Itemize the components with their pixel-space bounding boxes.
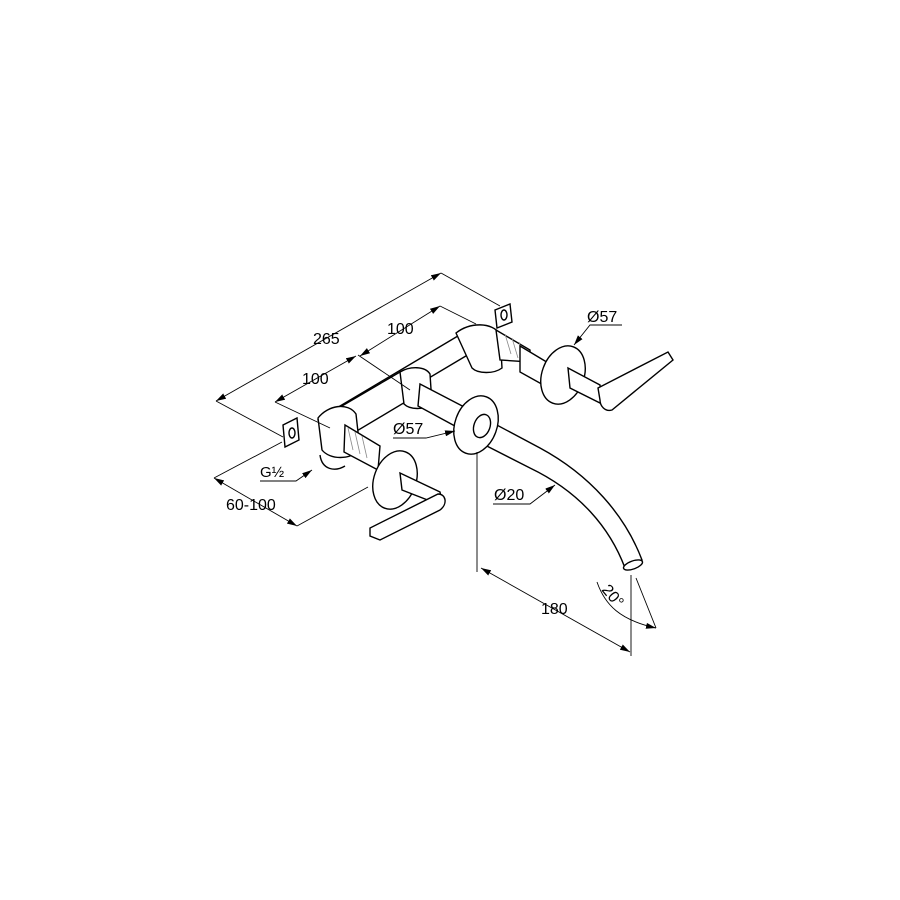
label-flange-left: Ø57 (393, 421, 423, 438)
leader-spout-diameter (493, 484, 556, 505)
label-angle: 20° (598, 582, 627, 611)
label-60-100: 60-100 (226, 497, 276, 514)
label-100-lower: 100 (302, 371, 329, 388)
dim-line-100-upper (359, 305, 441, 357)
dim-arc-20deg (596, 581, 657, 629)
label-thread: G½ (260, 464, 285, 481)
lever-right (597, 351, 674, 412)
valve-body-right (455, 324, 503, 374)
leader-flange-right (573, 324, 622, 346)
valve-stem-left (343, 423, 381, 472)
lever-left (369, 493, 446, 541)
label-265: 265 (313, 331, 340, 348)
flange-right (540, 345, 586, 405)
dim-line-265 (215, 272, 442, 402)
label-flange-right: Ø57 (587, 309, 617, 326)
leader-thread (260, 469, 313, 482)
mixer-body (282, 303, 674, 571)
dimensions (213, 272, 657, 656)
label-180: 180 (541, 601, 568, 618)
dim-line-100-lower (274, 355, 357, 403)
dim-line-180 (480, 567, 631, 653)
dimension-labels: 265 100 100 60-100 G½ Ø57 Ø57 Ø20 180 20… (226, 309, 627, 618)
label-spout-diameter: Ø20 (494, 487, 524, 504)
label-100-upper: 100 (387, 321, 414, 338)
leader-flange-left (393, 430, 456, 439)
dim-line-60-100 (213, 477, 298, 527)
